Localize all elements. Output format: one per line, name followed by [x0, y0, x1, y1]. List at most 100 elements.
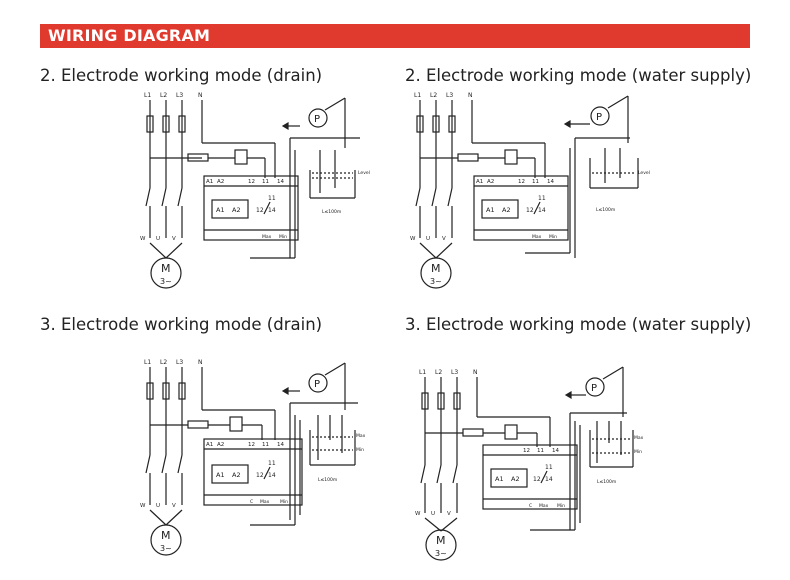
diagram-text-labels-relay_top-1: A2	[217, 179, 224, 185]
diagram-text-labels-motor_sub: 3~	[160, 544, 172, 553]
diagram-text-labels-contacts-0: 11	[545, 464, 553, 471]
diagram-2-electrode-drain: L1 L2 L3 N A1 A2 12 11 14 A1 A2 11 12 14…	[130, 88, 380, 302]
diagram-text-labels-distance: L≤100m	[318, 477, 337, 483]
diagram-text-labels-electrodes-0: C	[250, 499, 253, 505]
diagram-text-labels-motor_terminals-0: W	[140, 503, 146, 509]
diagram-text-labels-motor_terminals-1: U	[156, 236, 160, 242]
diagram-text-labels-motor_terminals-0: W	[140, 236, 146, 242]
diagram-text-labels-motor: M	[436, 534, 446, 547]
diagram-text-labels-phases-1: L2	[435, 369, 442, 376]
wiring-diagram-header: WIRING DIAGRAM	[40, 24, 750, 48]
diagram-text-labels-motor_terminals-0: W	[415, 511, 421, 517]
diagram-text-labels-electrodes-2: Min	[634, 449, 642, 455]
caption-2: 2. Electrode working mode (water supply)	[405, 66, 752, 85]
diagram-text-labels-phases-2: L3	[451, 369, 458, 376]
diagram-text-labels-electrodes-1: Max	[634, 435, 644, 441]
diagram-text-labels-motor_terminals-2: V	[172, 503, 176, 509]
diagram-text-labels-electrodes-1: Max	[539, 503, 549, 509]
diagram-text-labels-phases-3: N	[198, 359, 203, 366]
diagram-text-labels-relay_top-2: 12	[518, 179, 525, 185]
diagram-text-labels-electrodes-0: C	[529, 503, 532, 509]
diagram-text-labels-relay_coil-1: A2	[511, 475, 520, 483]
diagram-text-labels-electrodes-2: Min	[356, 447, 364, 453]
diagram-text-labels-phases-0: L1	[144, 359, 151, 366]
diagram-text-labels-phases-2: L3	[176, 359, 183, 366]
diagram-text-labels-electrodes-2: Min	[279, 234, 287, 240]
diagram-text-labels-phases-2: L3	[446, 92, 453, 99]
diagram-text-labels-electrodes-2: Min	[557, 503, 565, 509]
diagram-3-electrode-drain: L1 L2 L3 N A1 A2 12 11 14 A1 A2 11 12 14…	[130, 355, 380, 574]
header-title: WIRING DIAGRAM	[48, 26, 211, 45]
diagram-text-labels-relay_top-3: 11	[537, 448, 544, 454]
diagram-text-labels-contacts-0: 11	[268, 195, 276, 202]
diagram-text-labels-distance: L≤100m	[322, 209, 341, 215]
diagram-text-labels-relay_coil-1: A2	[232, 206, 241, 214]
diagram-text-labels-contacts-1: 12	[533, 476, 541, 483]
diagram-text-labels-relay_coil-1: A2	[502, 206, 511, 214]
diagram-text-labels-phases-3: N	[473, 369, 478, 376]
diagram-text-labels-contacts-1: 12	[256, 472, 264, 479]
diagram-text-labels-relay_top-4: 14	[277, 179, 284, 185]
label-l3: L3	[176, 92, 183, 99]
diagram-3-electrode-supply: L1 L2 L3 N 12 11 14 A1 A2 11 12 14 C Max…	[405, 355, 655, 574]
diagram-text-labels-electrodes-1: Max	[532, 234, 542, 240]
diagram-text-labels-distance: L≤100m	[596, 207, 615, 213]
diagram-text-labels-relay_top-4: 14	[552, 448, 559, 454]
diagram-text-labels-motor: M	[431, 262, 441, 275]
label-l2: L2	[160, 92, 167, 99]
diagram-text-labels-electrodes-2: Min	[549, 234, 557, 240]
diagram-text-labels-motor: M	[161, 529, 171, 542]
diagram-text-labels-relay_coil-0: A1	[216, 206, 225, 214]
diagram-text-labels-relay_top-3: 11	[532, 179, 539, 185]
caption-3: 3. Electrode working mode (drain)	[40, 315, 323, 334]
label-l1: L1	[144, 92, 151, 99]
diagram-text-labels-phases-0: L1	[414, 92, 421, 99]
diagram-text-labels-relay_top-4: 14	[277, 442, 284, 448]
diagram-text-labels-motor_sub: 3~	[160, 277, 172, 286]
diagram-text-labels-contacts-0: 11	[268, 460, 276, 467]
diagram-text-labels-relay_top-0: A1	[206, 179, 213, 185]
diagram-text-labels-relay_top-0: A1	[206, 442, 213, 448]
diagram-text-labels-relay_top-2: 12	[248, 179, 255, 185]
caption-1: 2. Electrode working mode (drain)	[40, 66, 323, 85]
diagram-text-labels-relay_top-2: 12	[248, 442, 255, 448]
diagram-text-labels-motor_terminals-1: U	[431, 511, 435, 517]
diagram-text-labels-motor_sub: 3~	[435, 549, 447, 558]
diagram-text-labels-motor_terminals-2: V	[442, 236, 446, 242]
diagram-text-labels-relay_top-1: A2	[487, 179, 494, 185]
diagram-text-labels-pump: P	[314, 379, 320, 390]
pump-label: P	[314, 114, 320, 125]
diagram-text-labels-level: Level	[638, 170, 650, 176]
diagram-text-labels-relay_top-2: 12	[523, 448, 530, 454]
motor-label: M	[161, 262, 171, 275]
diagram-text-labels-electrodes-2: Min	[280, 499, 288, 505]
diagram-text-labels-electrodes-1: Max	[262, 234, 272, 240]
diagram-text-labels-phases-0: L1	[419, 369, 426, 376]
diagram-text-labels-relay_coil-0: A1	[216, 471, 225, 479]
diagram-text-labels-contacts-2: 14	[268, 207, 276, 214]
diagram-text-labels-phases-1: L2	[160, 359, 167, 366]
diagram-text-labels-relay_top-3: 11	[262, 179, 269, 185]
diagram-text-labels-contacts-1: 12	[526, 207, 534, 214]
diagram-text-labels-relay_top-1: A2	[217, 442, 224, 448]
diagram-text-labels-motor_terminals-1: U	[426, 236, 430, 242]
caption-4: 3. Electrode working mode (water supply)	[405, 315, 752, 334]
diagram-text-labels-motor_terminals-2: V	[172, 236, 176, 242]
label-n: N	[198, 92, 203, 99]
diagram-text-labels-relay_top-0: A1	[476, 179, 483, 185]
diagram-text-labels-motor_terminals-1: U	[156, 503, 160, 509]
diagram-text-labels-motor_terminals-2: V	[447, 511, 451, 517]
diagram-text-labels-phases-3: N	[468, 92, 473, 99]
diagram-text-labels-contacts-2: 14	[268, 472, 276, 479]
diagram-text-labels-contacts-0: 11	[538, 195, 546, 202]
diagram-text-labels-contacts-1: 12	[256, 207, 264, 214]
diagram-2-electrode-supply: L1 L2 L3 N A1 A2 12 11 14 A1 A2 11 12 14…	[400, 88, 650, 302]
diagram-text-labels-motor_terminals-0: W	[410, 236, 416, 242]
diagram-text-labels-level: Level	[358, 170, 370, 176]
diagram-text-labels-phases-1: L2	[430, 92, 437, 99]
diagram-text-labels-electrodes-1: Max	[260, 499, 270, 505]
diagram-text-labels-pump: P	[591, 383, 597, 394]
diagram-text-labels-contacts-2: 14	[545, 476, 553, 483]
diagram-text-labels-contacts-2: 14	[538, 207, 546, 214]
diagram-text-labels-electrodes-1: Max	[356, 433, 366, 439]
